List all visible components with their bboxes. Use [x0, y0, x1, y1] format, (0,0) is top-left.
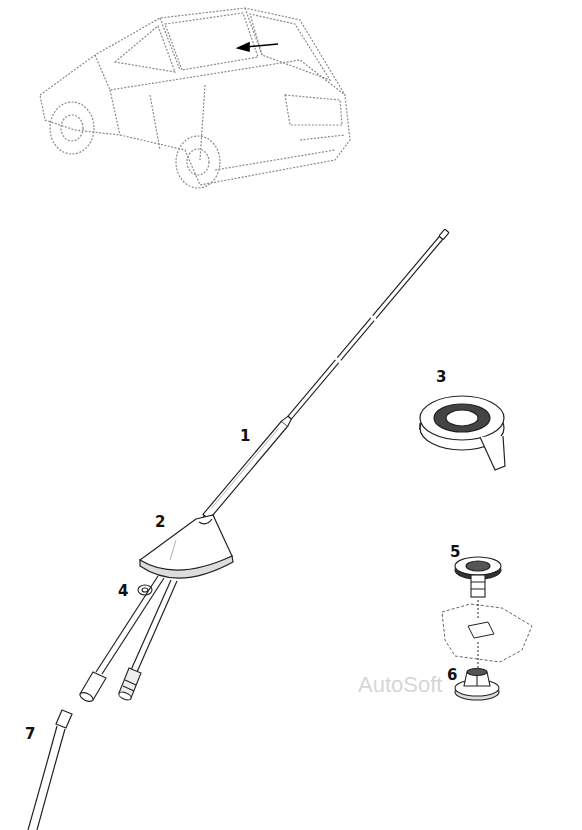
callout-number: 1	[240, 429, 250, 444]
body-panel	[442, 600, 532, 668]
grommet	[455, 557, 501, 597]
nut	[138, 585, 152, 595]
flange-nut	[455, 669, 499, 701]
car-outline	[40, 8, 350, 188]
antenna-rod	[199, 228, 450, 524]
callout-number: 4	[118, 584, 128, 599]
callout-number: 6	[447, 668, 457, 683]
cable-connector	[79, 668, 141, 703]
base-cables	[96, 576, 177, 674]
location-arrow	[238, 43, 278, 51]
antenna-base	[140, 515, 233, 578]
callout-number: 3	[436, 370, 446, 385]
watermark: AutoSoft	[358, 674, 442, 696]
callout-number: 2	[155, 515, 165, 530]
callout-number: 5	[450, 545, 460, 560]
adhesive-tape	[420, 396, 505, 470]
callout-number: 7	[25, 727, 35, 742]
